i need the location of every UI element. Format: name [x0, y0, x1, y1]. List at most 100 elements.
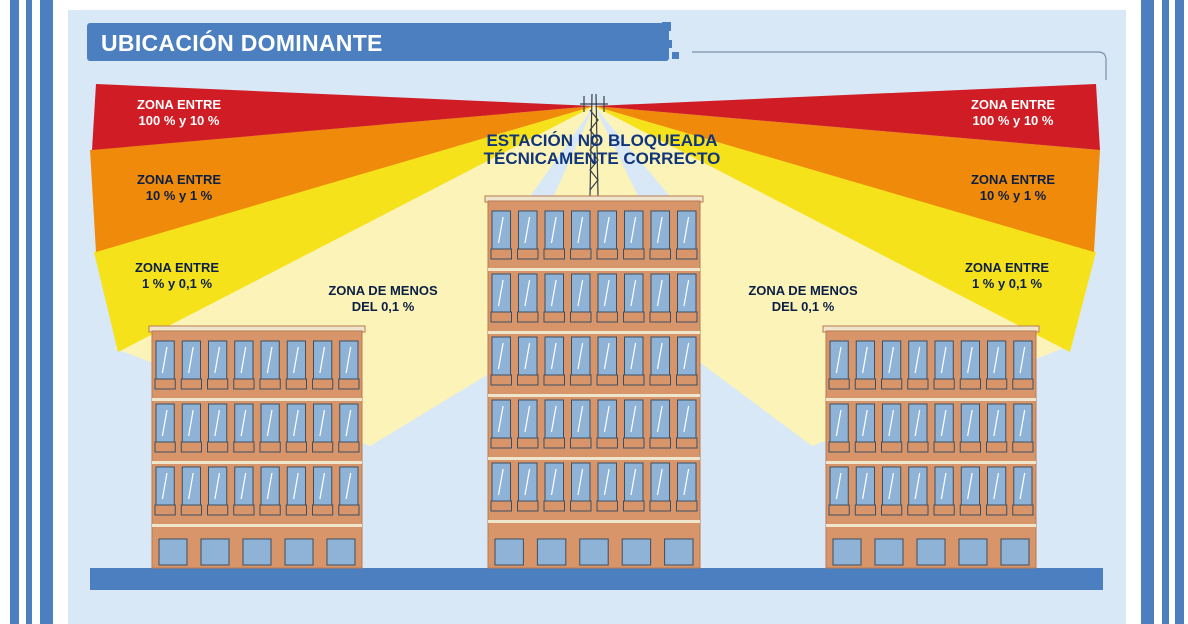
- building-left-ledge: [152, 398, 362, 401]
- building-center-balcony: [649, 248, 671, 260]
- zone-label-left-red-line1: ZONA ENTRE: [136, 97, 222, 112]
- building-center-balcony: [676, 437, 698, 449]
- right-stripe-3: [1175, 0, 1184, 624]
- building-center-window-glare: [577, 279, 584, 307]
- building-left-balcony: [154, 441, 176, 453]
- building-right-window-glare: [993, 409, 1000, 437]
- building-center-ledge: [488, 520, 700, 523]
- building-left-window-glare: [240, 472, 247, 500]
- building-center-balcony: [596, 248, 618, 260]
- building-center-window-glare: [603, 468, 610, 496]
- building-center-balcony: [490, 311, 512, 323]
- building-center-window-glare: [630, 468, 637, 496]
- building-right-balcony: [907, 441, 929, 453]
- zone-label-right-low-line2: DEL 0,1 %: [771, 299, 835, 314]
- zone-label-right-yellow-line1: ZONA ENTRE: [964, 260, 1050, 275]
- building-center-window-glare: [683, 216, 690, 244]
- building-center-balcony: [623, 500, 645, 512]
- building-center-window-glare: [603, 279, 610, 307]
- building-right-balcony: [828, 504, 850, 516]
- building-right-balcony: [854, 441, 876, 453]
- station-label-line1: ESTACIÓN NO BLOQUEADA: [486, 131, 718, 150]
- building-left-window-glare: [266, 409, 273, 437]
- building-left-balcony: [312, 378, 334, 390]
- building-center-shop-window: [536, 538, 567, 566]
- building-right-balcony: [881, 378, 903, 390]
- station-label: ESTACIÓN NO BLOQUEADA TÉCNICAMENTE CORRE…: [432, 132, 772, 168]
- building-center-balcony: [676, 311, 698, 323]
- left-stripe-1: [10, 0, 19, 624]
- building-left-window-glare: [240, 409, 247, 437]
- building-left-balcony: [207, 378, 229, 390]
- building-center-window-glare: [630, 342, 637, 370]
- building-right-balcony: [1012, 441, 1034, 453]
- building-center-window-glare: [683, 468, 690, 496]
- building-left-balcony: [338, 441, 360, 453]
- building-center-window-glare: [577, 468, 584, 496]
- building-left-window-glare: [293, 409, 299, 437]
- building-left-balcony: [233, 441, 255, 453]
- building-center-window-glare: [683, 342, 690, 370]
- diagram-title: UBICACIÓN DOMINANTE: [101, 30, 383, 56]
- orange-zone-left: [90, 106, 594, 252]
- building-right-window-glare: [862, 472, 868, 500]
- building-right-window-glare: [888, 346, 895, 374]
- building-right-balcony: [907, 378, 929, 390]
- building-center-window-glare: [524, 405, 531, 433]
- building-center-window-glare: [550, 468, 557, 496]
- building-center-balcony: [596, 311, 618, 323]
- zone-label-right-yellow-line2: 1 % y 0,1 %: [971, 276, 1043, 291]
- building-right-balcony: [881, 504, 903, 516]
- connector-line: [692, 51, 1107, 80]
- building-center-window-glare: [524, 216, 531, 244]
- building-center-shop-window: [621, 538, 652, 566]
- building-center-window-glare: [497, 216, 504, 244]
- low-zone-center: [552, 106, 640, 200]
- title-bar: [87, 23, 669, 61]
- building-center-window-glare: [497, 405, 504, 433]
- building-right-window-glare: [1019, 409, 1026, 437]
- zone-label-left-yellow-line2: 1 % y 0,1 %: [141, 276, 213, 291]
- building-right-window-glare: [862, 409, 868, 437]
- building-right-balcony: [986, 504, 1008, 516]
- building-center-balcony: [490, 500, 512, 512]
- building-left-window-glare: [214, 346, 221, 374]
- building-center-balcony: [543, 248, 565, 260]
- building-center-balcony: [570, 500, 592, 512]
- building-center-window-glare: [630, 405, 637, 433]
- building-right-window-glare: [993, 472, 1000, 500]
- building-left-window-glare: [345, 409, 352, 437]
- building-right-balcony: [1012, 504, 1034, 516]
- building-right-balcony: [933, 378, 955, 390]
- building-right-balcony: [854, 378, 876, 390]
- building-center-balcony: [543, 374, 565, 386]
- zone-label-right-red: ZONA ENTRE 100 % y 10 %: [928, 97, 1098, 129]
- building-right-window-glare: [1019, 346, 1026, 374]
- zone-label-left-yellow: ZONA ENTRE 1 % y 0,1 %: [92, 260, 262, 292]
- building-center-balcony: [649, 374, 671, 386]
- building-center-window-glare: [550, 279, 557, 307]
- building-right-balcony: [854, 504, 876, 516]
- building-center-balcony: [570, 374, 592, 386]
- yellow-zone-right: [594, 106, 1096, 352]
- building-left-window-glare: [161, 409, 168, 437]
- building-center-balcony: [596, 437, 618, 449]
- building-center-balcony: [649, 311, 671, 323]
- building-center-ledge: [488, 268, 700, 271]
- building-left-window-glare: [293, 472, 299, 500]
- building-left-balcony: [154, 378, 176, 390]
- building-center-window-glare: [524, 342, 531, 370]
- zone-label-right-low: ZONA DE MENOS DEL 0,1 %: [718, 283, 888, 315]
- zone-label-left-red-line2: 100 % y 10 %: [138, 113, 220, 128]
- building-right-window-glare: [835, 472, 842, 500]
- building-center-balcony: [570, 248, 592, 260]
- building-center-ledge: [488, 331, 700, 334]
- building-right-balcony: [933, 441, 955, 453]
- building-center-balcony: [543, 500, 565, 512]
- building-right-shop-window: [916, 538, 946, 566]
- orange-zone-right: [594, 106, 1100, 252]
- building-left-ledge: [152, 461, 362, 464]
- building-center-window-glare: [497, 279, 504, 307]
- building-left-window-glare: [345, 346, 352, 374]
- building-left-window-glare: [188, 409, 194, 437]
